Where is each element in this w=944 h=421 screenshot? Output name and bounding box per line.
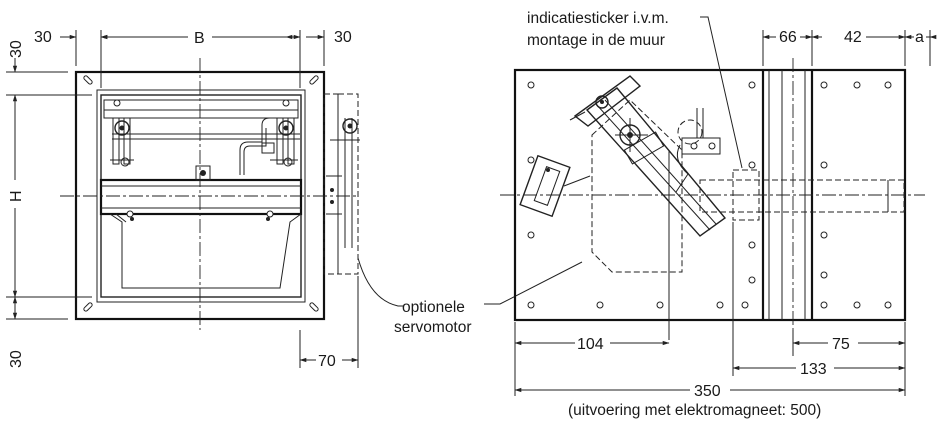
side-fuse-mechanism [615, 118, 665, 165]
indication-sticker-box [732, 169, 760, 221]
sticker-note-line1: indicatiesticker i.v.m. [527, 10, 669, 27]
front-view: 30 B 30 30 H 30 70 [6, 29, 360, 370]
side-dim-42: 42 [844, 29, 862, 46]
sticker-leader [700, 16, 743, 169]
side-top-lever [569, 75, 642, 127]
side-dim-350: 350 [694, 383, 721, 400]
side-small-bracket [675, 108, 721, 193]
front-right-lever [270, 117, 298, 167]
front-servomotor [323, 93, 360, 275]
front-blade-lower [109, 213, 302, 289]
servo-note-line1: optionele [402, 299, 465, 316]
front-dim-left-bottom: 30 [8, 350, 25, 368]
side-electromagnet [519, 154, 591, 218]
front-dim-servo: 70 [318, 353, 336, 370]
front-dim-left-top: 30 [8, 40, 25, 58]
side-view: indicatiesticker i.v.m. montage in de mu… [500, 10, 937, 419]
side-servo-envelope [591, 99, 683, 273]
front-screw-icons [113, 99, 290, 221]
servo-note-line2: servomotor [394, 319, 472, 336]
front-left-lever [110, 117, 134, 167]
side-dim-a: a [915, 29, 924, 46]
sticker-note-line2: montage in de muur [527, 32, 665, 49]
front-dim-height: H [8, 190, 25, 202]
side-dim-350-note: (uitvoering met elektromagneet: 500) [568, 402, 821, 419]
front-blade-housing [99, 178, 303, 216]
side-blade [585, 87, 727, 237]
servo-note-leader [357, 257, 404, 307]
mounting-slot-icon [83, 75, 319, 312]
side-dim-75: 75 [832, 336, 850, 353]
side-dim-133: 133 [800, 361, 827, 378]
side-dim-66: 66 [779, 29, 797, 46]
side-rivet-icons [527, 81, 892, 309]
side-dim-104: 104 [577, 336, 604, 353]
front-dim-top-right: 30 [334, 29, 352, 46]
front-dim-top-left: 30 [34, 29, 52, 46]
front-dim-width: B [194, 30, 205, 47]
